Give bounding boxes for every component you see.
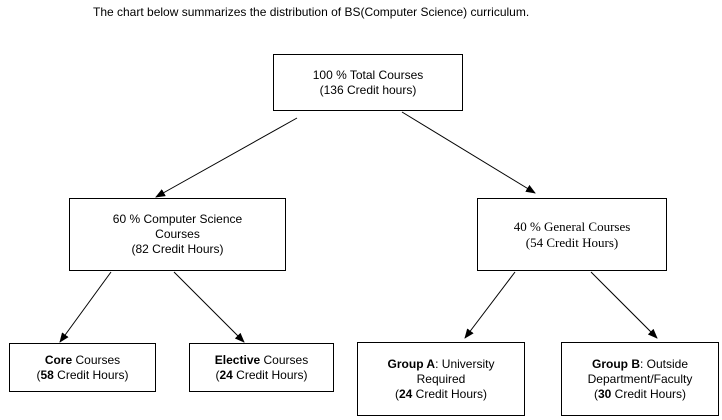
node-elective-hours-open: (	[215, 367, 220, 382]
node-elective-title-rest: Courses	[260, 352, 309, 367]
node-group-b-title-bold: Group B	[591, 356, 640, 371]
node-group-a-title-bold: Group A	[387, 356, 436, 371]
node-group-b-title: Group B: Outside	[592, 357, 688, 372]
node-core-courses: Core Courses (58 Credit Hours)	[9, 343, 156, 392]
node-group-b-subtitle: Department/Faculty	[587, 371, 693, 386]
node-core-title: Core Courses	[45, 353, 120, 368]
node-group-b-hours-open: (	[593, 386, 598, 401]
arrow-cs-to-core	[59, 271, 112, 343]
node-group-b-hours: (30 Credit Hours)	[594, 387, 686, 402]
node-group-a-hours: (24 Credit Hours)	[395, 387, 487, 402]
node-computer-science-courses: 60 % Computer Science Courses (82 Credit…	[69, 198, 286, 271]
node-group-a-subtitle: Required	[416, 371, 466, 386]
node-group-b-hours-bold: 30	[597, 386, 612, 401]
node-core-hours-bold: 58	[40, 367, 54, 382]
node-cs-hours: (82 Credit Hours)	[131, 242, 224, 256]
node-core-hours-open: (	[36, 367, 41, 382]
arrow-general-to-group-a	[464, 271, 516, 339]
node-group-a-hours-open: (	[394, 386, 399, 401]
node-general-courses: 40 % General Courses (54 Credit Hours)	[477, 198, 667, 271]
node-core-hours-rest: Credit Hours)	[53, 367, 129, 382]
arrow-general-to-group-b	[590, 271, 658, 339]
node-group-b: Group B: Outside Department/Faculty (30 …	[561, 342, 719, 416]
node-general-title: 40 % General Courses	[513, 218, 631, 234]
node-cs-title-1: 60 % Computer Science	[112, 212, 243, 226]
arrow-root-to-general	[401, 111, 536, 194]
node-core-hours: (58 Credit Hours)	[36, 368, 128, 383]
node-group-a-title: Group A: University	[388, 357, 495, 372]
node-total-courses-title: 100 % Total Courses	[312, 67, 424, 82]
node-total-courses: 100 % Total Courses (136 Credit hours)	[273, 54, 463, 111]
node-elective-hours: (24 Credit Hours)	[215, 368, 307, 383]
page-caption: The chart below summarizes the distribut…	[93, 5, 530, 19]
node-elective-title-bold: Elective	[214, 352, 261, 367]
node-total-courses-hours: (136 Credit hours)	[319, 82, 417, 97]
node-group-a-hours-bold: 24	[398, 386, 413, 401]
node-group-a: Group A: University Required (24 Credit …	[357, 342, 525, 416]
node-core-title-bold: Core	[44, 352, 73, 367]
node-elective-hours-bold: 24	[219, 367, 233, 382]
node-group-b-title-rest: : Outside	[639, 356, 689, 371]
node-group-a-title-rest: : University	[435, 356, 495, 371]
node-general-hours: (54 Credit Hours)	[525, 234, 619, 250]
node-elective-courses: Elective Courses (24 Credit Hours)	[189, 343, 334, 392]
node-core-title-rest: Courses	[72, 352, 121, 367]
node-group-a-hours-rest: Credit Hours)	[412, 386, 488, 401]
node-group-b-hours-rest: Credit Hours)	[611, 386, 687, 401]
arrow-root-to-cs	[155, 117, 298, 198]
node-elective-title: Elective Courses	[215, 353, 308, 368]
arrow-cs-to-elective	[173, 271, 245, 343]
node-elective-hours-rest: Credit Hours)	[232, 367, 308, 382]
node-cs-title-2: Courses	[155, 227, 200, 241]
